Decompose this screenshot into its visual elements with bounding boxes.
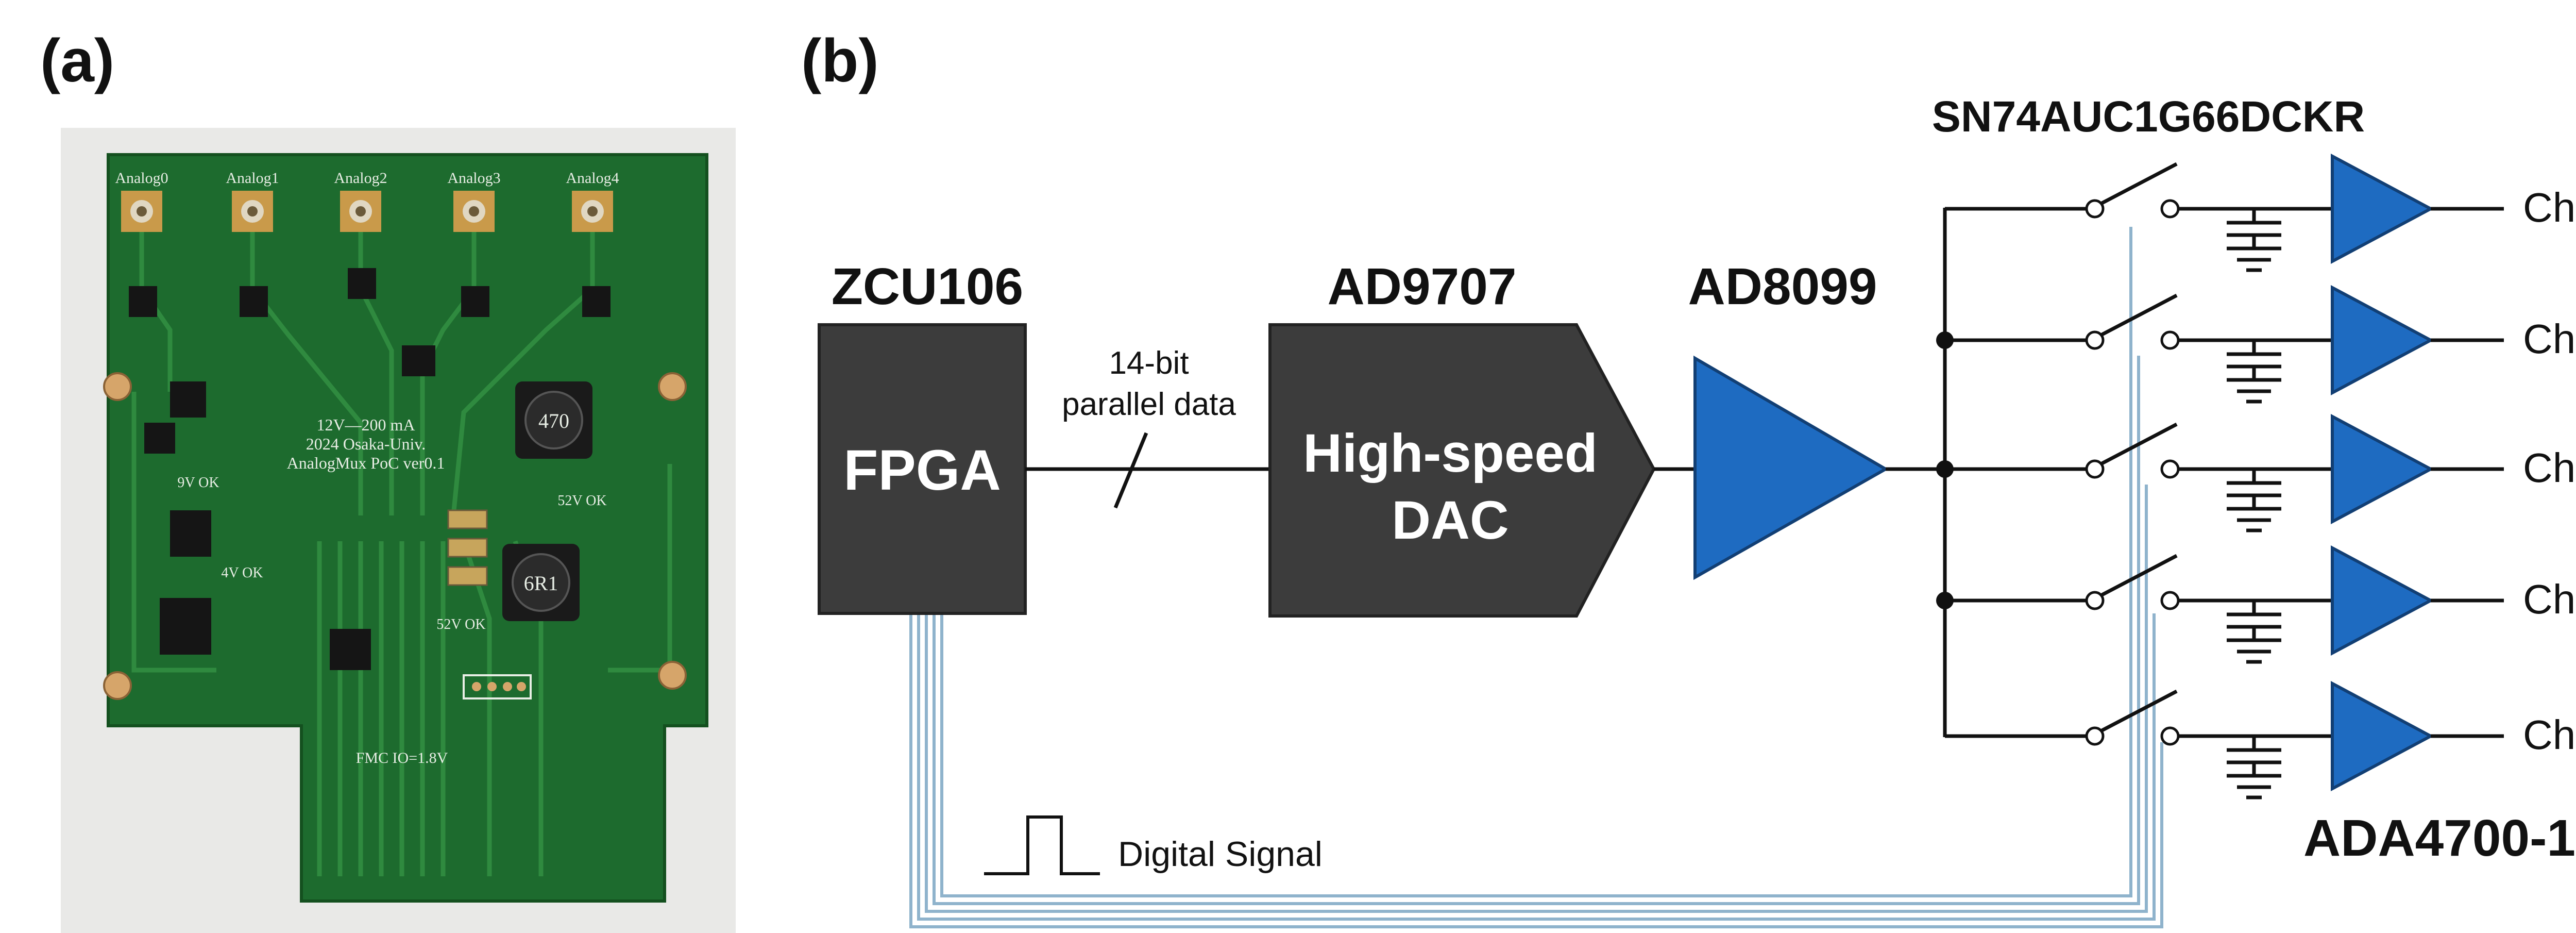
dac-block bbox=[1268, 323, 1656, 618]
pcb-power-text: 12V—200 mA bbox=[316, 415, 415, 434]
driver-amp-part-label: AD8099 bbox=[1688, 258, 1877, 315]
buffer-part-label: ADA4700-1 bbox=[2303, 809, 2575, 867]
dac-label-line1: High-speed bbox=[1303, 423, 1598, 484]
pcb-label-analog0: Analog0 bbox=[115, 170, 168, 187]
channel-1-label: Ch 1 bbox=[2523, 316, 2576, 362]
panel-label-a: (a) bbox=[40, 27, 115, 95]
pcb-4v-ok: 4V OK bbox=[221, 565, 263, 581]
fpga-block bbox=[818, 323, 1027, 615]
panel-label-b: (b) bbox=[801, 27, 879, 95]
mounting-holes bbox=[103, 372, 687, 700]
bus-label-line2: parallel data bbox=[1062, 387, 1236, 422]
capacitors bbox=[447, 509, 488, 586]
switch-part-label: SN74AUC1G66DCKR bbox=[1932, 92, 2365, 141]
inductor-1 bbox=[515, 381, 592, 459]
fpga-block-label: FPGA bbox=[843, 439, 1001, 502]
bus-label-line1: 14-bit bbox=[1109, 345, 1189, 381]
inductor-2-label: 6R1 bbox=[524, 572, 558, 595]
pcb-label-analog2: Analog2 bbox=[334, 170, 387, 187]
inductor-1-label: 470 bbox=[538, 409, 569, 432]
pcb-fmc-text: FMC IO=1.8V bbox=[356, 749, 448, 767]
analog-connectors bbox=[121, 191, 613, 232]
channel-4-label: Ch 4 bbox=[2523, 712, 2576, 758]
pcb-year-text: 2024 Osaka-Univ. bbox=[306, 435, 426, 453]
pcb-label-analog4: Analog4 bbox=[566, 170, 619, 187]
inductor-2 bbox=[502, 544, 580, 621]
dac-label-line2: DAC bbox=[1392, 490, 1509, 551]
digital-control-lines bbox=[909, 227, 2163, 928]
pcb-board bbox=[107, 153, 708, 903]
pcb-52v-ok-top: 52V OK bbox=[557, 493, 606, 509]
channel-2 bbox=[1945, 413, 2504, 532]
driver-amp-triangle bbox=[1693, 355, 1889, 580]
pin-header bbox=[463, 674, 532, 699]
channel-3-label: Ch 3 bbox=[2523, 576, 2576, 622]
bus-width-slash bbox=[1113, 432, 1148, 509]
channel-0 bbox=[1945, 153, 2504, 272]
fpga-part-label: ZCU106 bbox=[832, 258, 1023, 315]
pcb-52v-ok-bottom: 52V OK bbox=[436, 617, 485, 632]
pcb-traces bbox=[131, 222, 672, 876]
channel-1 bbox=[1945, 285, 2504, 404]
pcb-ics bbox=[129, 268, 611, 670]
channel-0-label: Ch 0 bbox=[2523, 185, 2576, 230]
channel-3 bbox=[1945, 545, 2504, 664]
digital-signal-pulse-icon bbox=[984, 815, 1100, 875]
legend-digital-signal-label: Digital Signal bbox=[1118, 835, 1323, 874]
dac-part-label: AD9707 bbox=[1328, 258, 1517, 315]
channel-2-label: Ch 2 bbox=[2523, 445, 2576, 491]
pcb-label-analog3: Analog3 bbox=[447, 170, 500, 187]
pcb-board-name: AnalogMux PoC ver0.1 bbox=[287, 454, 445, 472]
pcb-label-analog1: Analog1 bbox=[226, 170, 279, 187]
pcb-9v-ok: 9V OK bbox=[177, 475, 219, 491]
channel-4 bbox=[1945, 680, 2504, 799]
